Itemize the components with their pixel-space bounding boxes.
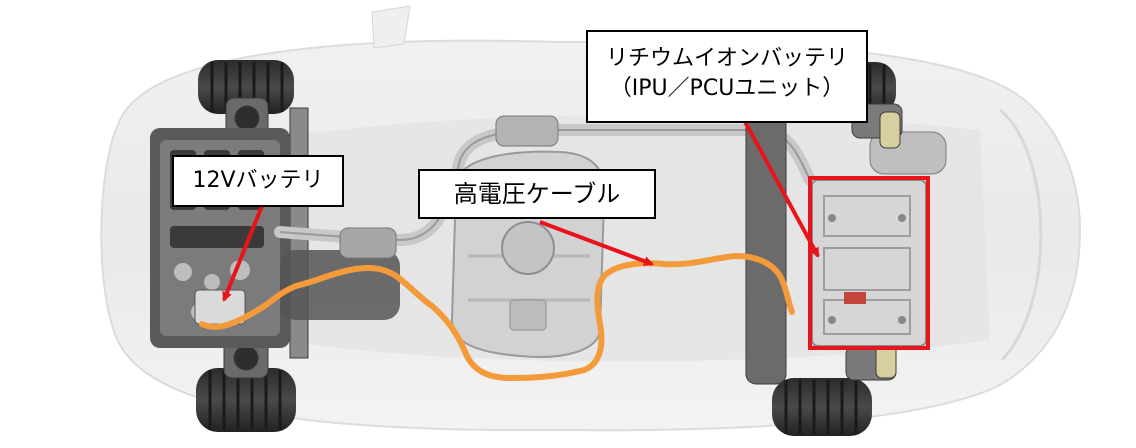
label-high-voltage-cable-text: 高電圧ケーブル	[453, 180, 621, 208]
mirror-left	[371, 5, 411, 49]
tire-rear-right	[772, 378, 872, 436]
tire-front-right	[196, 368, 296, 432]
label-12v-battery-text: 12Vバッテリ	[192, 168, 324, 193]
arrow-hv-cable	[539, 220, 654, 266]
label-high-voltage-cable: 高電圧ケーブル	[418, 169, 656, 219]
arrow-12v-battery	[222, 205, 264, 302]
high-voltage-cable	[199, 253, 795, 381]
ipu-highlight-box	[808, 176, 930, 350]
windshield-edge	[999, 108, 1043, 362]
ipu-battery-pack	[811, 179, 927, 347]
label-li-ion-battery-line2: （IPU／PCUユニット）	[609, 76, 845, 101]
arrow-li-ion-battery	[742, 119, 820, 258]
tire-front-left	[198, 60, 294, 114]
label-12v-battery: 12Vバッテリ	[172, 155, 344, 207]
label-li-ion-battery: リチウムイオンバッテリ （IPU／PCUユニット）	[586, 30, 868, 123]
label-li-ion-battery-line1: リチウムイオンバッテリ	[605, 46, 848, 71]
